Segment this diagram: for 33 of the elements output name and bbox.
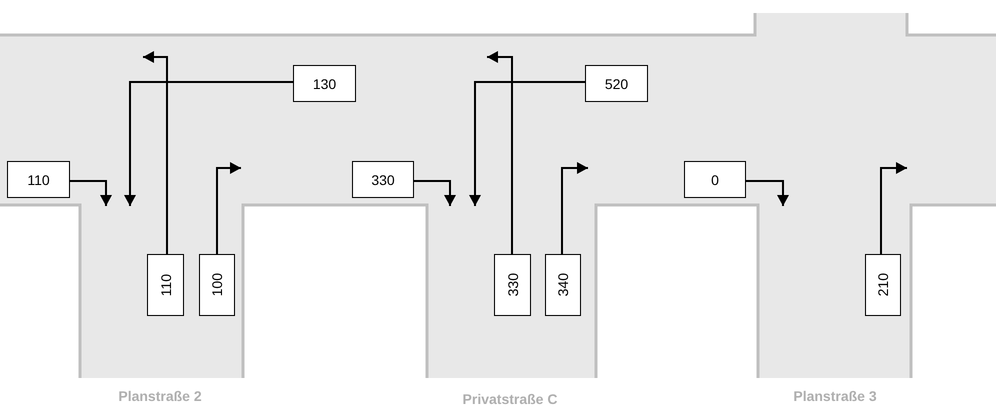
count-box bbox=[865, 254, 901, 316]
count-value: 520 bbox=[604, 76, 628, 92]
arrow bbox=[216, 162, 241, 254]
count-box bbox=[147, 254, 184, 316]
arrow bbox=[414, 180, 456, 206]
count-box bbox=[199, 254, 235, 316]
count-value: 130 bbox=[312, 76, 336, 92]
arrow bbox=[143, 51, 168, 254]
count-box bbox=[293, 65, 356, 102]
arrow bbox=[561, 162, 588, 254]
arrow bbox=[746, 180, 789, 206]
street-name: Privatstraße C bbox=[462, 391, 558, 407]
arrow bbox=[487, 51, 513, 254]
count-box bbox=[684, 161, 746, 198]
count-value: 0 bbox=[711, 172, 719, 188]
count-value: 340 bbox=[555, 273, 571, 297]
count-box bbox=[585, 65, 648, 102]
count-value: 110 bbox=[158, 274, 174, 296]
count-box bbox=[352, 161, 414, 198]
count-value: 210 bbox=[875, 273, 891, 297]
street-name: Planstraße 2 bbox=[118, 388, 202, 404]
arrow bbox=[124, 81, 293, 206]
count-value: 100 bbox=[209, 273, 225, 297]
count-value: 330 bbox=[504, 273, 520, 297]
count-value: 330 bbox=[371, 172, 395, 188]
count-box bbox=[545, 254, 581, 316]
count-value: 110 bbox=[27, 172, 50, 188]
street-name: Planstraße 3 bbox=[793, 388, 877, 404]
arrow bbox=[70, 180, 112, 206]
count-box bbox=[7, 161, 70, 198]
arrow bbox=[469, 81, 585, 206]
arrow bbox=[880, 162, 907, 254]
count-box bbox=[494, 254, 531, 316]
